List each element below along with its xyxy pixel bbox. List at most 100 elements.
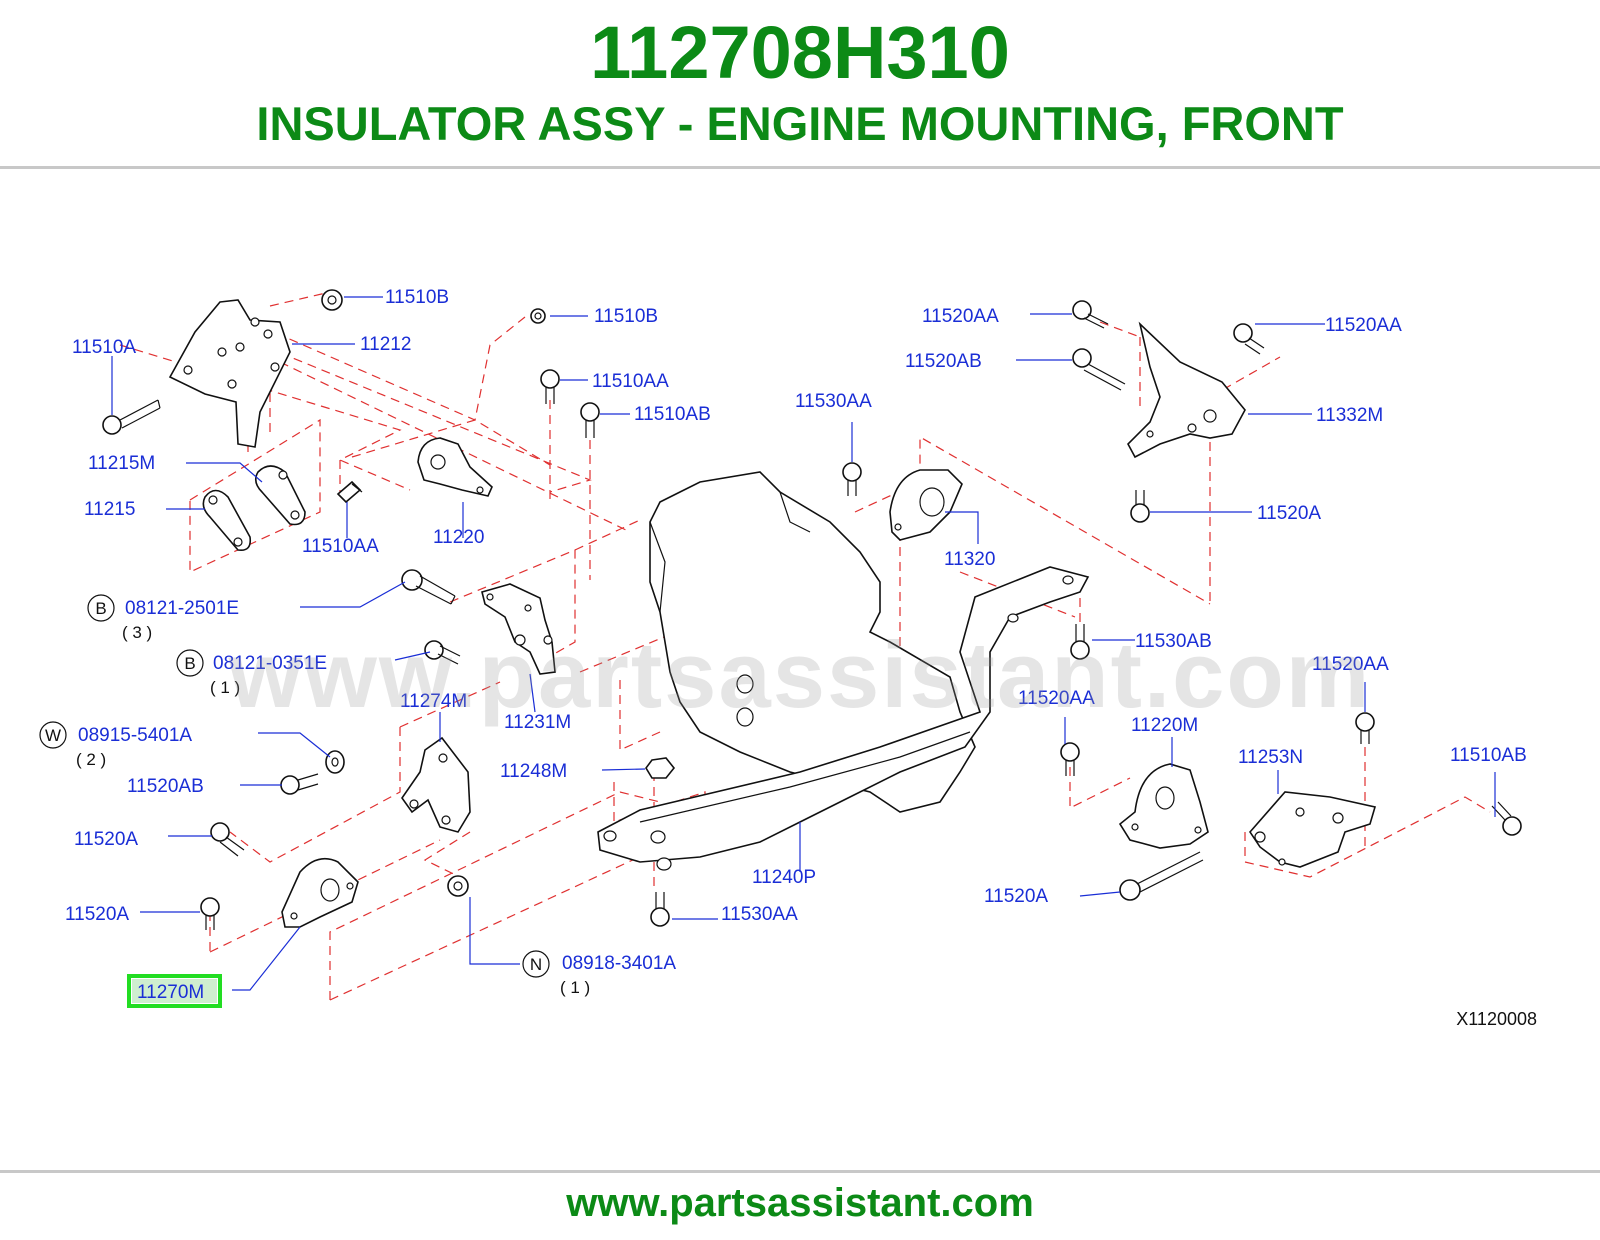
part-11530AB-bolt <box>1070 624 1090 660</box>
circle-letter-b1: B <box>95 599 106 618</box>
highlighted-part-label[interactable]: 11270M <box>137 982 204 1003</box>
circle-letter-n: N <box>530 955 542 974</box>
part-11270M-mount <box>281 857 359 928</box>
part-label[interactable]: 11248M <box>500 761 567 782</box>
part-label[interactable]: 11253N <box>1238 747 1303 768</box>
circle-letter-w: W <box>45 726 61 745</box>
part-label[interactable]: 11520AB <box>127 776 204 797</box>
part-label[interactable]: 11215 <box>84 499 135 520</box>
part-11220M-mount <box>1118 763 1209 849</box>
part-label[interactable]: 08915-5401A <box>78 725 192 746</box>
part-11240P-crossmember <box>597 566 1090 871</box>
part-label[interactable]: 11520A <box>1257 503 1321 524</box>
dash-line <box>265 346 592 493</box>
parts-diagram-svg: B B W N 11510B 11212 11510A 11510B 11510… <box>39 287 1537 1029</box>
part-label[interactable]: 11220 <box>433 527 484 548</box>
part-label[interactable]: 11510AA <box>592 371 669 392</box>
part-label[interactable]: 11520AA <box>1018 688 1095 709</box>
header: 112708H310 INSULATOR ASSY - ENGINE MOUNT… <box>0 0 1600 170</box>
part-08915-5401A-washer <box>325 750 345 774</box>
part-11510AB-bolt <box>580 402 600 438</box>
dash-line <box>261 316 526 421</box>
part-label[interactable]: 11530AB <box>1135 631 1212 652</box>
part-label[interactable]: 11530AA <box>795 391 872 412</box>
part-11332M-bracket <box>1127 321 1246 459</box>
part-label[interactable]: 11231M <box>504 712 571 733</box>
dash-line <box>399 681 501 728</box>
quantity-label: ( 1 ) <box>210 678 240 697</box>
part-label[interactable]: 11510A <box>72 337 136 358</box>
leader-lines <box>111 296 1496 991</box>
circle-marker-w <box>39 721 67 749</box>
part-11510A-bolt <box>102 399 161 435</box>
part-11530AA-bolt-b <box>650 892 670 927</box>
part-label[interactable]: 11520A <box>74 829 138 850</box>
part-label[interactable]: 11520AA <box>1325 315 1402 336</box>
part-11510B-washer <box>321 289 343 311</box>
dash-line <box>351 419 551 466</box>
part-11520AB-bolt <box>280 773 319 795</box>
dash-line <box>329 851 651 1001</box>
part-11274M-bracket <box>401 736 471 833</box>
dash-line <box>189 418 321 573</box>
dash-line <box>854 435 1211 605</box>
part-label[interactable]: 11212 <box>360 334 411 355</box>
part-label[interactable]: 11320 <box>944 549 995 570</box>
part-label[interactable]: 11520AA <box>1312 654 1389 675</box>
part-11215M-plate <box>254 465 306 526</box>
dash-line <box>423 831 471 883</box>
part-label[interactable]: 08918-3401A <box>562 953 676 974</box>
dash-line <box>329 791 661 1000</box>
part-11220-mount <box>417 437 493 497</box>
part-label[interactable]: 11220M <box>1131 715 1198 736</box>
part-label[interactable]: 11510AB <box>1450 745 1527 766</box>
dash-line <box>449 549 576 663</box>
engine-block <box>649 471 976 813</box>
dash-line <box>1069 752 1131 809</box>
part-label[interactable]: 11274M <box>400 691 467 712</box>
part-11510AB-bolt-b <box>1491 801 1522 836</box>
parts-diagram: B B W N 11510B 11212 11510A 11510B 11510… <box>0 172 1600 1162</box>
dash-line <box>1099 321 1141 338</box>
quantity-label: ( 2 ) <box>76 750 106 769</box>
part-11530AA-bolt-a <box>842 462 862 496</box>
part-label[interactable]: 11240P <box>752 867 816 888</box>
part-label[interactable]: 08121-2501E <box>125 598 239 619</box>
part-label[interactable]: 11510B <box>594 306 658 327</box>
part-08121-0351E-bolt <box>424 640 461 665</box>
top-divider <box>0 166 1600 169</box>
reference-code: X1120008 <box>1456 1009 1537 1029</box>
part-label[interactable]: 11215M <box>88 453 155 474</box>
part-label[interactable]: 11520AA <box>922 306 999 327</box>
part-label[interactable]: 11520AB <box>905 351 982 372</box>
part-11510B-nut <box>530 308 546 324</box>
part-label[interactable]: 11530AA <box>721 904 798 925</box>
part-label[interactable]: 11510B <box>385 287 449 308</box>
circle-marker-b1 <box>87 594 115 622</box>
part-label[interactable]: 08121-0351E <box>213 653 327 674</box>
dash-line <box>279 361 631 533</box>
dash-line <box>619 680 661 751</box>
dash-line <box>269 291 331 307</box>
part-label[interactable]: 11332M <box>1316 405 1383 426</box>
part-11231M-bracket <box>481 583 556 675</box>
part-11520A-bolt-c <box>1130 490 1150 523</box>
part-11510AA-bolt-b <box>336 480 363 504</box>
part-label[interactable]: 11520A <box>984 886 1048 907</box>
part-11520AA-bolt-c <box>1060 742 1080 776</box>
bottom-divider <box>0 1170 1600 1173</box>
part-11520AB-bolt-b <box>1072 348 1126 391</box>
part-11320-mount <box>889 469 963 541</box>
part-label[interactable]: 11510AB <box>634 404 711 425</box>
dash-line <box>1209 356 1281 398</box>
dash-line <box>1244 796 1491 878</box>
footer-website[interactable]: www.partsassistant.com <box>566 1181 1034 1225</box>
part-name: INSULATOR ASSY - ENGINE MOUNTING, FRONT <box>256 97 1344 150</box>
part-11520AA-bolt-a <box>1072 300 1109 329</box>
part-11520A-bolt-b <box>200 897 220 930</box>
part-labels: 11510B 11212 11510A 11510B 11510AA 11510… <box>65 287 1527 1003</box>
part-label[interactable]: 11510AA <box>302 536 379 557</box>
circle-marker-b2 <box>176 649 204 677</box>
part-label[interactable]: 11520A <box>65 904 129 925</box>
highlight-box <box>127 974 222 1008</box>
